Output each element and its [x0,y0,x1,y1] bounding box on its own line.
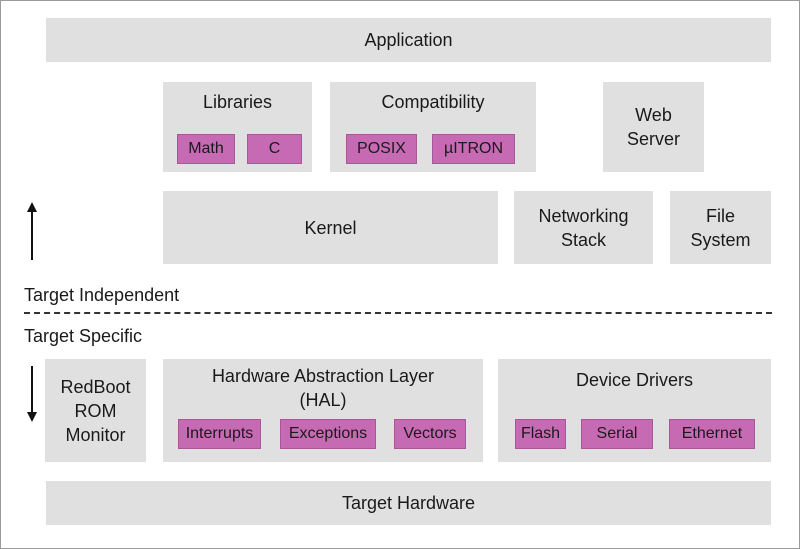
networking-stack-block: Networking Stack [514,191,653,264]
libraries-block: Libraries Math C [163,82,312,172]
target-hardware-label: Target Hardware [341,493,476,513]
driver-ethernet: Ethernet [669,419,755,449]
target-hardware-layer: Target Hardware [46,481,771,525]
hal-block: Hardware Abstraction Layer (HAL) Interru… [163,359,483,462]
kernel-label: Kernel [304,217,357,238]
application-label: Application [364,30,453,50]
library-c: C [247,134,302,164]
hal-interrupts: Interrupts [178,419,261,449]
file-system-block: File System [670,191,771,264]
driver-serial: Serial [581,419,653,449]
compatibility-block: Compatibility POSIX µITRON [330,82,536,172]
up-arrow-icon [27,202,37,260]
compat-uitron: µITRON [432,134,515,164]
target-specific-label: Target Specific [24,326,143,346]
device-drivers-block: Device Drivers Flash Serial Ethernet [498,359,771,462]
web-server-block: Web Server [603,82,704,172]
file-system-label: File System [690,205,751,250]
networking-stack-label: Networking Stack [538,205,629,250]
driver-flash: Flash [515,419,566,449]
hal-title: Hardware Abstraction Layer (HAL) [211,366,435,410]
down-arrow-icon [27,366,37,422]
redboot-label: RedBoot ROM Monitor [60,376,131,445]
target-independent-label: Target Independent [24,285,180,305]
kernel-block: Kernel [163,191,498,264]
divider-line [24,312,772,314]
libraries-title: Libraries [202,92,273,112]
compatibility-title: Compatibility [381,92,485,112]
hal-vectors: Vectors [394,419,466,449]
hal-exceptions: Exceptions [280,419,376,449]
compat-posix: POSIX [346,134,417,164]
web-server-label: Web Server [626,105,680,149]
redboot-block: RedBoot ROM Monitor [45,359,146,462]
library-math: Math [177,134,235,164]
device-drivers-title: Device Drivers [575,370,694,390]
application-layer: Application [46,18,771,62]
